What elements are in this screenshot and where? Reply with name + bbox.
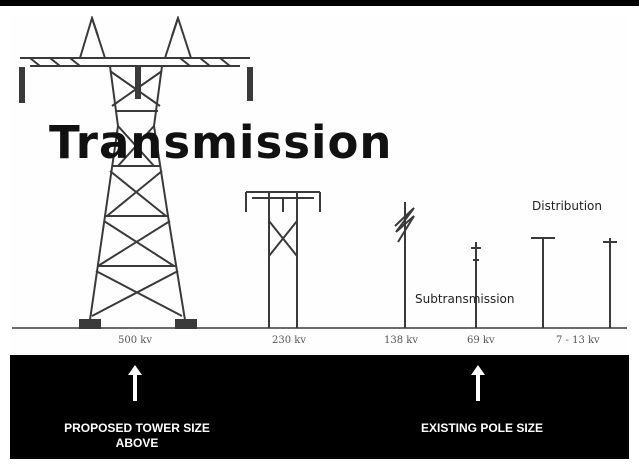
proposed-tower-caption: PROPOSED TOWER SIZE ABOVE: [64, 421, 210, 450]
existing-pole-caption: EXISTING POLE SIZE: [420, 421, 544, 435]
voltage-label-138: 138 kv: [384, 335, 418, 346]
top-border: [0, 0, 639, 6]
pole-138kv: [394, 202, 415, 328]
diagram-title: Transmission: [49, 116, 393, 169]
caption-band: PROPOSED TOWER SIZE ABOVE EXISTING POLE …: [10, 355, 629, 459]
pole-distribution-2: [603, 238, 617, 328]
structures-drawing: [12, 16, 627, 329]
voltage-label-69: 69 kv: [467, 335, 495, 346]
diagram-panel: Transmission Distribution Subtransmissio…: [10, 16, 629, 355]
up-arrow-icon-left: [128, 365, 142, 401]
pole-69kv: [471, 242, 481, 328]
voltage-label-distribution: 7 - 13 kv: [556, 335, 600, 346]
tower-230kv: [245, 191, 321, 328]
subtransmission-label: Subtransmission: [415, 292, 515, 306]
voltage-label-500: 500 kv: [118, 335, 152, 346]
tower-500kv: [19, 16, 253, 329]
pole-distribution-1: [531, 237, 555, 328]
voltage-label-230: 230 kv: [272, 335, 306, 346]
up-arrow-icon-right: [471, 365, 485, 401]
distribution-label: Distribution: [532, 199, 603, 213]
